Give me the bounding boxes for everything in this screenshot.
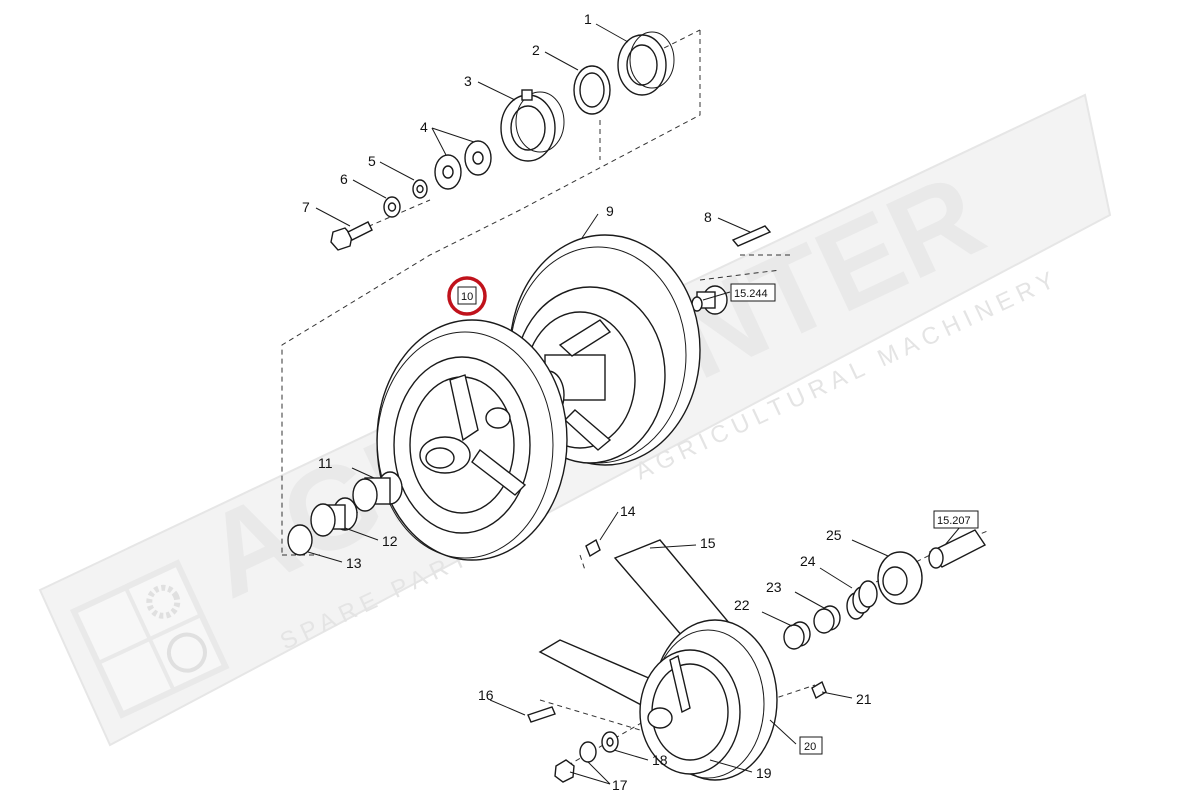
ref-box-15-244: 15.244 <box>730 283 776 302</box>
washers-part-4 <box>434 140 492 190</box>
highlight-circle <box>447 276 487 316</box>
snap-ring-part-13 <box>287 524 313 556</box>
callout-3: 3 <box>464 73 472 89</box>
part-20-label: 20 <box>804 741 816 753</box>
ref-box-15-207: 15.207 <box>933 510 979 529</box>
ref-15-207-label: 15.207 <box>937 515 971 527</box>
callout-9: 9 <box>606 203 614 219</box>
washer-part-18 <box>601 731 619 753</box>
bushing-part-12 <box>310 497 358 537</box>
callout-2: 2 <box>532 42 540 58</box>
callout-11: 11 <box>318 455 333 471</box>
callout-18: 18 <box>652 752 668 768</box>
callout-14: 14 <box>620 503 636 519</box>
callout-25: 25 <box>826 527 842 543</box>
callout-22: 22 <box>734 597 750 613</box>
ring-part-2 <box>573 65 611 115</box>
fitting-ref-15-207 <box>928 529 987 569</box>
bushing-part-23 <box>813 605 841 634</box>
pin-part-8 <box>731 225 772 247</box>
boxed-label-10: 10 <box>447 276 487 316</box>
callout-5: 5 <box>368 153 376 169</box>
bushing-part-11 <box>352 471 403 512</box>
part-10-label: 10 <box>461 291 473 303</box>
washer-part-6 <box>383 196 401 218</box>
callout-23: 23 <box>766 579 782 595</box>
callout-16: 16 <box>478 687 494 703</box>
grease-nipple-part-14 <box>585 538 601 558</box>
grease-nipple-part-21 <box>811 680 827 700</box>
leader-lines <box>307 23 961 785</box>
nut-washer-part-17 <box>554 741 597 783</box>
callout-15: 15 <box>700 535 716 551</box>
callout-8: 8 <box>704 209 712 225</box>
callout-17: 17 <box>612 777 628 793</box>
pulley-part-19 <box>639 619 778 781</box>
callouts: 1 2 3 4 5 6 7 8 9 11 12 13 14 15 16 17 1… <box>302 11 872 793</box>
pulley-half-part-10 <box>376 319 568 561</box>
callout-24: 24 <box>800 553 816 569</box>
callout-13: 13 <box>346 555 362 571</box>
bolt-part-7 <box>330 221 373 251</box>
housing-part-3 <box>500 89 565 162</box>
pin-part-16 <box>527 706 556 723</box>
washer-part-5 <box>412 179 428 199</box>
spring-part-24 <box>846 580 878 620</box>
callout-6: 6 <box>340 171 348 187</box>
callout-7: 7 <box>302 199 310 215</box>
callout-1: 1 <box>584 11 592 27</box>
callout-4: 4 <box>420 119 428 135</box>
ref-15-244-label: 15.244 <box>734 288 768 300</box>
sleeve-ref-15-244 <box>691 285 728 315</box>
callout-19: 19 <box>756 765 772 781</box>
cap-part-25 <box>877 551 923 605</box>
callout-12: 12 <box>382 533 398 549</box>
callout-21: 21 <box>856 691 872 707</box>
bushing-part-22 <box>783 621 811 650</box>
boxed-label-20: 20 <box>799 736 823 755</box>
bearing-part-1 <box>617 31 675 96</box>
